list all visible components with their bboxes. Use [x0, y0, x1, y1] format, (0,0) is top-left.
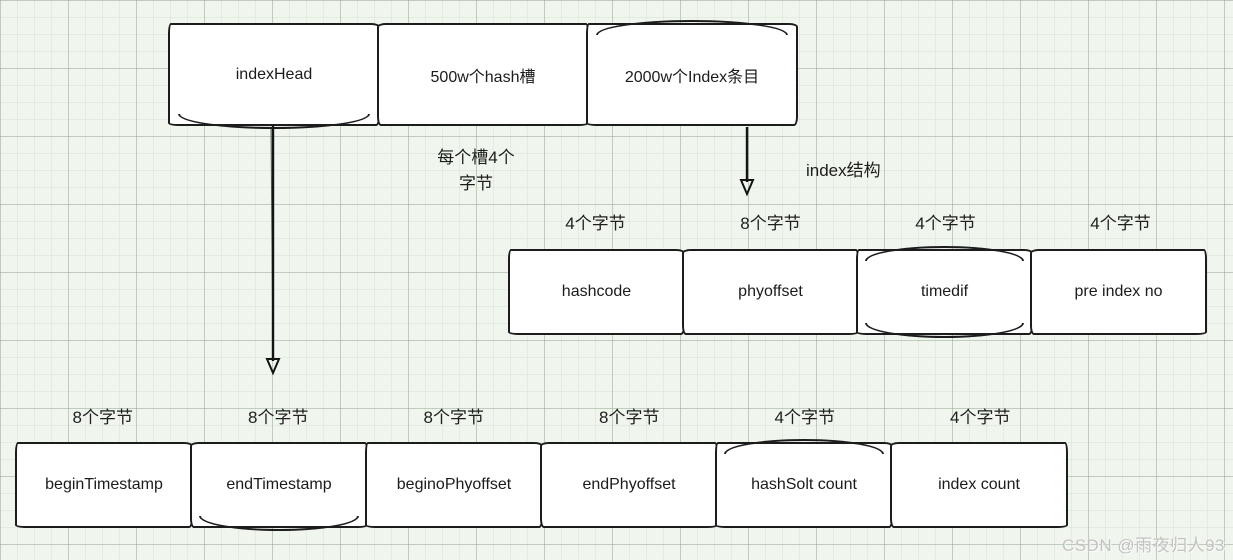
size-label: 4个字节	[950, 408, 1011, 427]
cell-label: endPhyoffset	[582, 476, 676, 493]
cell-label: timedif	[920, 283, 969, 300]
cell-index-entries: 2000w个Index条目	[586, 20, 798, 126]
cell-phyoffset: phyoffset	[682, 249, 859, 335]
index-head-row: beginTimestamp endTimestamp beginoPhyoff…	[15, 439, 1068, 531]
cell-label: hashcode	[561, 283, 632, 300]
size-label: 4个字节	[915, 214, 976, 233]
arrow-indexentries-to-indexrow	[739, 127, 755, 197]
cell-label: index count	[938, 476, 1020, 493]
cell-label: phyoffset	[738, 283, 803, 300]
csdn-watermark: CSDN @雨夜归人93	[1061, 536, 1225, 555]
cell-hashcode: hashcode	[508, 249, 685, 335]
cell-end-timestamp: endTimestamp	[190, 442, 368, 531]
size-label: 8个字节	[740, 214, 801, 233]
cell-hashsolt-count: hashSolt count	[715, 439, 893, 528]
size-label: 4个字节	[774, 408, 835, 427]
cell-label: indexHead	[235, 65, 313, 83]
size-label: 8个字节	[248, 408, 309, 427]
size-label: 8个字节	[423, 408, 484, 427]
slot-size-note-line2: 字节	[459, 174, 493, 193]
index-row-size-labels: 4个字节 8个字节 4个字节 4个字节	[508, 209, 1208, 234]
cell-label: 500w个hash槽	[430, 68, 536, 86]
index-file-row: indexHead 500w个hash槽 2000w个Index条目	[168, 20, 798, 129]
cell-hash-slots: 500w个hash槽	[377, 23, 589, 126]
cell-label: hashSolt count	[751, 476, 857, 493]
cell-end-phyoffset: endPhyoffset	[540, 442, 718, 528]
size-label: 8个字节	[599, 408, 660, 427]
cell-label: beginTimestamp	[45, 476, 163, 493]
cell-label: endTimestamp	[226, 476, 332, 493]
cell-timedif: timedif	[856, 246, 1033, 338]
slot-size-note-line1: 每个槽4个	[437, 148, 515, 167]
size-label: 4个字节	[1090, 214, 1151, 233]
head-row-size-labels: 8个字节 8个字节 8个字节 8个字节 4个字节 4个字节	[15, 403, 1068, 428]
index-entry-row: hashcode phyoffset timedif pre index no	[508, 246, 1207, 338]
cell-pre-index-no: pre index no	[1030, 249, 1207, 335]
cell-begino-phyoffset: beginoPhyoffset	[365, 442, 543, 528]
cell-index-head: indexHead	[168, 23, 380, 129]
cell-label: 2000w个Index条目	[624, 68, 760, 86]
arrow-indexhead-to-headrow	[265, 126, 281, 376]
cell-label: pre index no	[1074, 283, 1163, 300]
slot-size-note: 每个槽4个 字节	[398, 145, 554, 197]
index-structure-note: index结构	[806, 161, 881, 180]
cell-index-count: index count	[890, 442, 1068, 528]
cell-begin-timestamp: beginTimestamp	[15, 442, 193, 528]
size-label: 4个字节	[565, 214, 626, 233]
size-label: 8个字节	[72, 408, 133, 427]
cell-label: beginoPhyoffset	[396, 476, 512, 493]
